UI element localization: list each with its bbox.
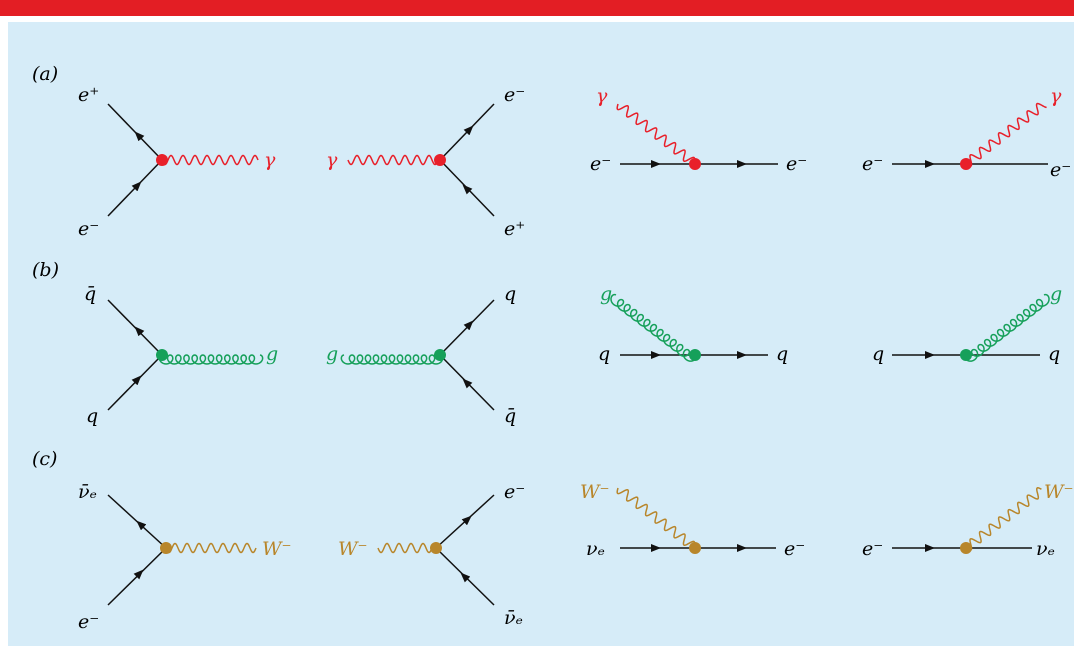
particle-label: e⁻	[786, 153, 807, 175]
fermion-line	[439, 299, 495, 356]
fermion-line	[107, 299, 163, 356]
fermion-line	[439, 103, 495, 161]
row-label-c: (c)	[32, 448, 57, 470]
particle-label: q	[776, 343, 788, 365]
photon-line	[161, 154, 259, 166]
vertex-dot	[689, 158, 701, 170]
vertex-dot	[960, 158, 972, 170]
row-b-diagrams: q̄ q g g q q̄ g q	[84, 283, 1062, 427]
vertex-b2: g q q̄	[326, 283, 516, 427]
boson-label: γ	[1050, 85, 1062, 107]
w-boson-line	[165, 542, 257, 554]
vertex-dot	[156, 154, 168, 166]
particle-label: e⁻	[78, 218, 99, 240]
particle-label: e⁻	[504, 481, 525, 503]
boson-label: g	[266, 343, 278, 365]
row-c-diagrams: ν̄ₑ e⁻ W⁻ W⁻ e⁻ ν̄ₑ W⁻	[78, 481, 1074, 633]
vertex-dot	[434, 154, 446, 166]
fermion-line	[107, 103, 163, 161]
boson-label: W⁻	[338, 538, 368, 560]
particle-label: e⁻	[78, 611, 99, 633]
vertex-dot	[689, 349, 701, 361]
vertex-c4: W⁻ e⁻ νₑ	[862, 481, 1074, 560]
fermion-line	[435, 494, 495, 549]
vertex-b4: g q q	[872, 283, 1062, 365]
particle-label: ν̄ₑ	[78, 481, 97, 503]
fermion-line	[107, 547, 167, 606]
row-label-a: (a)	[32, 63, 58, 85]
vertex-dot	[960, 542, 972, 554]
gluon-line	[340, 354, 444, 365]
figure-panel	[8, 22, 1074, 646]
boson-label: W⁻	[1044, 481, 1074, 503]
particle-label: q	[598, 343, 610, 365]
boson-label: γ	[596, 85, 608, 107]
vertex-a4: γ e⁻ e⁻	[862, 85, 1071, 181]
vertex-c1: ν̄ₑ e⁻ W⁻	[78, 481, 292, 633]
particle-label: e⁻	[590, 153, 611, 175]
gluon-line	[158, 354, 264, 365]
boson-label: g	[600, 283, 612, 305]
vertex-a1: e⁺ e⁻ γ	[78, 84, 276, 240]
fermion-line	[435, 547, 495, 606]
particle-label: νₑ	[586, 538, 605, 560]
particle-label: e⁺	[78, 84, 99, 106]
fermion-line	[107, 494, 167, 549]
boson-label: γ	[264, 149, 276, 171]
particle-label: e⁻	[504, 84, 525, 106]
particle-label: ν̄ₑ	[504, 607, 523, 629]
particle-label: q̄	[504, 405, 516, 427]
particle-label: q̄	[84, 283, 96, 305]
particle-label: q	[872, 343, 884, 365]
vertex-dot	[434, 349, 446, 361]
photon-line	[347, 154, 441, 166]
vertex-b1: q̄ q g	[84, 283, 278, 427]
gluon-line	[964, 293, 1050, 362]
vertex-c3: W⁻ νₑ e⁻	[580, 481, 805, 560]
particle-label: e⁻	[862, 538, 883, 560]
w-boson-line	[965, 487, 1042, 551]
top-red-bar	[0, 0, 1074, 16]
gluon-line	[610, 293, 697, 362]
particle-label: e⁻	[784, 538, 805, 560]
vertex-a3: γ e⁻ e⁻	[590, 85, 807, 175]
vertex-dot	[430, 542, 442, 554]
vertex-a2: γ e⁻ e⁺	[326, 84, 525, 240]
vertex-c2: W⁻ e⁻ ν̄ₑ	[338, 481, 525, 629]
row-label-b: (b)	[32, 259, 59, 281]
vertex-dot	[156, 349, 168, 361]
photon-line	[965, 102, 1047, 167]
particle-label: e⁻	[1050, 159, 1071, 181]
particle-label: e⁻	[862, 153, 883, 175]
vertex-dot	[960, 349, 972, 361]
row-a-diagrams: e⁺ e⁻ γ γ e⁻ e⁺	[78, 84, 1071, 240]
particle-label: νₑ	[1036, 538, 1055, 560]
boson-label: g	[1050, 283, 1062, 305]
particle-label: e⁺	[504, 218, 525, 240]
vertex-b3: g q q	[598, 283, 788, 365]
fermion-line	[107, 354, 163, 411]
fermion-line	[107, 159, 163, 217]
w-boson-line	[377, 542, 437, 554]
vertex-dot	[160, 542, 172, 554]
boson-label: γ	[326, 149, 338, 171]
w-boson-line	[616, 487, 696, 551]
fermion-line	[439, 159, 495, 217]
vertex-dot	[689, 542, 701, 554]
particle-label: q	[1048, 343, 1060, 365]
boson-label: g	[326, 343, 338, 365]
photon-line	[616, 103, 696, 167]
particle-label: q	[86, 405, 98, 427]
boson-label: W⁻	[262, 538, 292, 560]
boson-label: W⁻	[580, 481, 610, 503]
fermion-line	[439, 354, 495, 411]
particle-label: q	[504, 283, 516, 305]
